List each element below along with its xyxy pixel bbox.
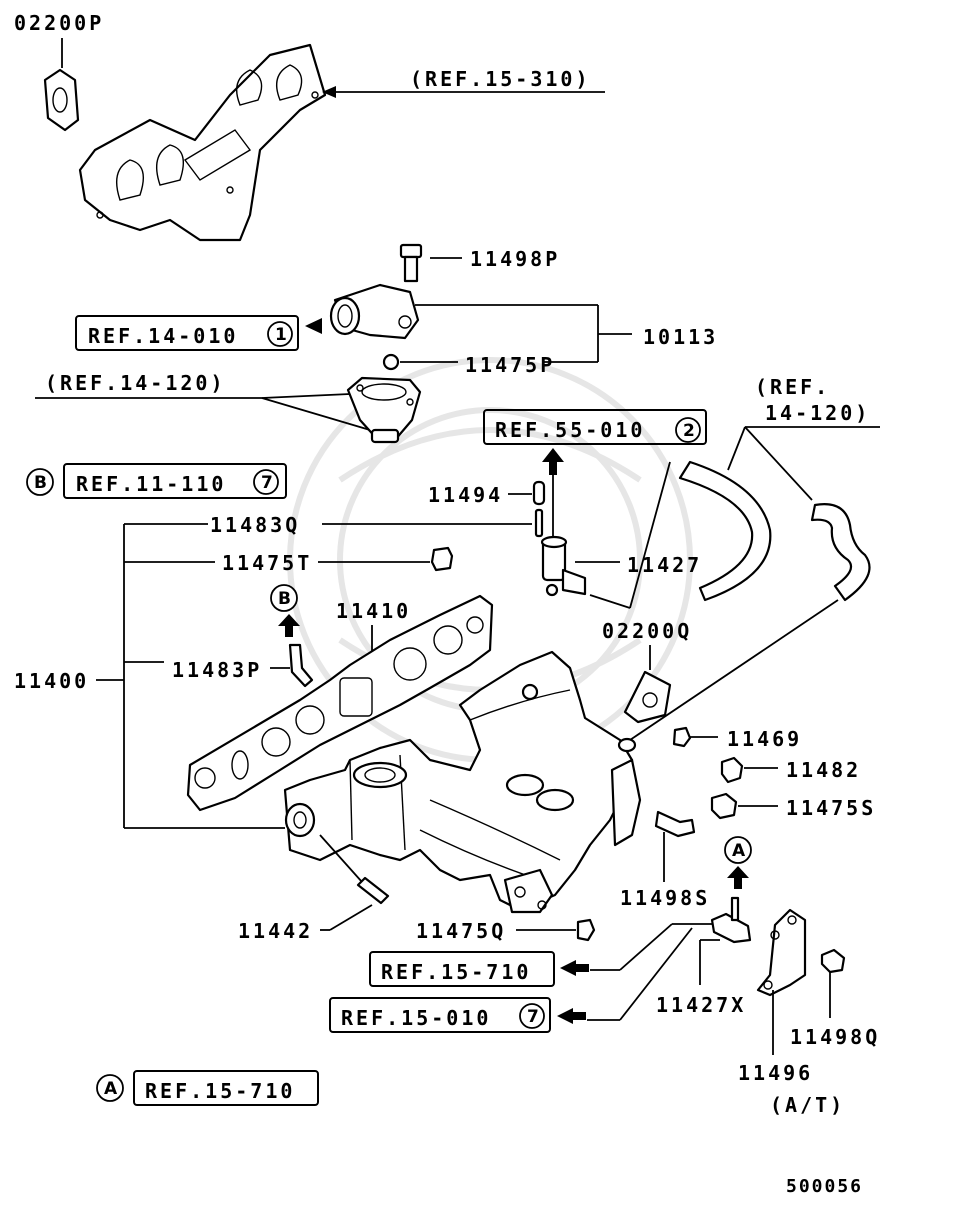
ref-15-010-box[interactable]: REF.15-010 7 — [329, 997, 551, 1033]
label-ref-55-010: REF.55-010 — [495, 418, 645, 442]
arrow-b-circle — [270, 584, 298, 612]
part-11496-bracket — [756, 908, 807, 997]
part-02200P-gasket — [43, 68, 80, 132]
label-ref-11-110: REF.11-110 — [76, 472, 226, 496]
arrow-ref-14-010 — [305, 318, 322, 334]
part-11498P-bolt — [399, 243, 423, 283]
label-ref-14-010: REF.14-010 — [88, 324, 238, 348]
part-02200Q-gasket — [623, 670, 672, 724]
leader-ref-15-710-diag — [619, 923, 673, 971]
part-11442-stud — [356, 876, 390, 905]
leader-ref-15-010-diag — [619, 927, 693, 1021]
label-02200P[interactable]: 02200P — [14, 11, 104, 35]
part-11498S-bolt — [654, 810, 696, 838]
ref-15-710-bottom-box[interactable]: REF.15-710 — [133, 1070, 319, 1106]
water-hose-b-drawing — [810, 503, 871, 602]
ref-55-010-box[interactable]: REF.55-010 2 — [483, 409, 707, 445]
arrow-a-shaft — [734, 877, 742, 889]
leader-ref-14-120-hose-b — [744, 426, 813, 501]
label-11498S[interactable]: 11498S — [620, 886, 710, 910]
ref-11-110-circle-num: 7 — [261, 473, 273, 493]
arrow-ref-55-010-head — [542, 448, 564, 462]
label-02200Q[interactable]: 02200Q — [602, 619, 692, 643]
marker-b-circle — [26, 468, 54, 496]
diagram-id: 500056 — [786, 1176, 863, 1197]
label-11475T[interactable]: 11475T — [222, 551, 312, 575]
arrow-a-head — [727, 866, 749, 878]
label-11496[interactable]: 11496 — [738, 1061, 813, 1085]
leader-hose-to-manifold — [629, 599, 839, 741]
arrow-b-head — [278, 614, 300, 626]
marker-a-text: A — [104, 1079, 118, 1099]
label-11469[interactable]: 11469 — [727, 727, 802, 751]
label-ref-14-120-left[interactable]: (REF.14-120) — [45, 371, 226, 395]
label-10113[interactable]: 10113 — [643, 325, 718, 349]
arrow-b-text: B — [278, 589, 291, 609]
label-11483Q[interactable]: 11483Q — [210, 513, 300, 537]
leader-11442-a — [319, 834, 363, 883]
ref-15-710-box[interactable]: REF.15-710 — [369, 951, 555, 987]
label-at: (A/T) — [770, 1093, 845, 1117]
arrow-ref-15-710-shaft — [575, 964, 589, 972]
label-11498Q[interactable]: 11498Q — [790, 1025, 880, 1049]
ref-55-010-circle-num: 2 — [683, 421, 695, 441]
label-ref-14-120-right-b[interactable]: 14-120) — [765, 401, 870, 425]
arrow-a-circle — [724, 836, 752, 864]
label-ref-15-310[interactable]: (REF.15-310) — [410, 67, 591, 91]
arrow-ref-15-010-shaft — [572, 1012, 586, 1020]
part-11475Q-plug — [576, 918, 596, 942]
thermostat-case-drawing — [346, 376, 422, 444]
label-ref-14-120-right-a[interactable]: (REF. — [755, 375, 830, 399]
marker-a-circle — [96, 1074, 124, 1102]
water-hose-a-drawing — [678, 460, 772, 602]
leader-ref-14-120-b — [261, 397, 371, 431]
label-11494[interactable]: 11494 — [428, 483, 503, 507]
label-11475Q[interactable]: 11475Q — [416, 919, 506, 943]
arrow-ref-15-010-head — [557, 1008, 573, 1024]
ref-14-010-box[interactable]: REF.14-010 1 — [75, 315, 299, 351]
leader-11427-hose — [629, 461, 671, 609]
leader-11427-bottom — [589, 594, 631, 609]
part-11410-intake-gasket — [186, 594, 494, 812]
ref-11-110-box[interactable]: REF.11-110 7 — [63, 463, 287, 499]
part-11483Q-hose — [534, 508, 544, 538]
arrow-ref-55-010-shaft — [549, 461, 557, 475]
label-11498P[interactable]: 11498P — [470, 247, 560, 271]
part-11498Q-bolt — [820, 948, 846, 974]
label-ref-15-710-bottom: REF.15-710 — [145, 1079, 295, 1103]
label-11475P[interactable]: 11475P — [465, 353, 555, 377]
part-11400-intake-manifold — [283, 650, 642, 914]
part-11482-nut — [720, 756, 744, 784]
part-11483P-hose — [288, 643, 314, 688]
marker-b-text: B — [34, 473, 47, 493]
part-11427-fitting — [540, 535, 587, 597]
water-outlet-fitting-drawing — [329, 283, 420, 340]
ref-14-010-circle-num: 1 — [275, 325, 287, 345]
part-11475P-oring — [382, 353, 400, 371]
exhaust-manifold-drawing — [78, 43, 327, 242]
arrowhead-ref-15-310 — [322, 86, 336, 98]
part-11427X-sensor — [710, 896, 752, 944]
label-ref-15-710: REF.15-710 — [381, 960, 531, 984]
arrow-a-text: A — [732, 841, 746, 861]
label-11400[interactable]: 11400 — [14, 669, 89, 693]
label-ref-15-010: REF.15-010 — [341, 1006, 491, 1030]
part-11469-nut — [672, 726, 692, 748]
leader-ref-14-120-hose-a — [727, 426, 746, 471]
label-11427[interactable]: 11427 — [627, 553, 702, 577]
arrow-b-shaft — [285, 625, 293, 637]
label-11482[interactable]: 11482 — [786, 758, 861, 782]
part-11475S-nut — [710, 792, 738, 820]
label-11475S[interactable]: 11475S — [786, 796, 876, 820]
part-11494-cap — [532, 480, 546, 506]
label-11410[interactable]: 11410 — [336, 599, 411, 623]
label-11442[interactable]: 11442 — [238, 919, 313, 943]
arrow-ref-15-710-head — [560, 960, 576, 976]
part-11475T-nut — [430, 546, 454, 572]
leader-11442 — [329, 904, 373, 931]
label-11483P[interactable]: 11483P — [172, 658, 262, 682]
label-11427X[interactable]: 11427X — [656, 993, 746, 1017]
ref-15-010-circle-num: 7 — [527, 1007, 539, 1027]
